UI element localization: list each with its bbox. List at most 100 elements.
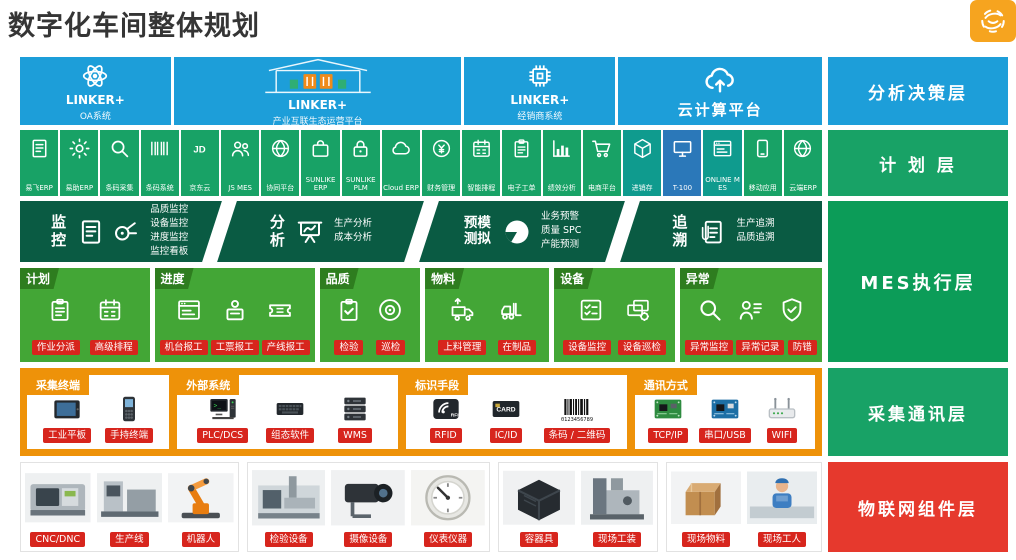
comm-item: 0123456789 条码 / 二维码 xyxy=(543,393,611,443)
module-tag: 计划 xyxy=(20,268,60,289)
doc-icon xyxy=(28,137,51,160)
mes-item-label: 成本分析 xyxy=(333,232,372,243)
module-icons xyxy=(430,284,544,336)
iot-item: 生产线 xyxy=(96,467,163,547)
plan-system-tile: JS MES xyxy=(221,130,260,196)
iot-chip: 现场工装 xyxy=(592,531,641,547)
plan-system-tile: 条码系统 xyxy=(140,130,179,196)
comm-box-items: >_ PLC/DCS 组态软件 WMS xyxy=(181,391,394,443)
iot-item: 现场物料 xyxy=(670,467,741,547)
rfid-icon: RFID xyxy=(423,393,469,425)
person-list-icon xyxy=(737,296,765,324)
comm-chip: WMS xyxy=(338,427,372,443)
module-chip: 异常记录 xyxy=(736,339,785,355)
comm-box-items: TCP/IP 串口/USB WIFI xyxy=(639,391,811,443)
comm-chip: 条码 / 二维码 xyxy=(543,427,611,443)
handheld-icon xyxy=(106,393,152,425)
layer-label-planning: 计 划 层 xyxy=(828,130,1008,196)
comm-chip: 手持终端 xyxy=(105,427,154,443)
cnc-photo xyxy=(25,467,91,529)
iot-item: 现场工人 xyxy=(746,467,818,547)
cart-icon xyxy=(590,137,613,160)
bag-icon xyxy=(309,137,332,160)
panel-title: 云计算平台 xyxy=(677,100,763,119)
mes-execution-boxes: 计划 作业分派高级排程 进度 机台报工工票报工产线报工 品质 xyxy=(20,268,822,362)
module-chips: 作业分派高级排程 xyxy=(25,339,145,355)
router-icon xyxy=(759,393,805,425)
comm-item: TCP/IP xyxy=(645,393,691,443)
plan-system-label: 财务管理 xyxy=(427,183,456,192)
module-chip: 防错 xyxy=(787,339,817,355)
camera-circle-icon xyxy=(376,296,404,324)
iot-chip: 现场物料 xyxy=(681,531,730,547)
module-chip: 工票报工 xyxy=(210,339,259,355)
comm-chip: IC/ID xyxy=(489,427,523,443)
plan-system-label: 易助ERP xyxy=(65,183,94,192)
comm-box-tag: 标识手段 xyxy=(406,375,469,395)
ticket-icon xyxy=(266,296,294,324)
comm-box: 通讯方式 TCP/IP 串口/USB xyxy=(634,375,816,449)
svg-text:>_: >_ xyxy=(213,402,221,409)
comm-item: CARD IC/ID xyxy=(483,393,529,443)
module-tag: 进度 xyxy=(154,268,194,289)
search-icon xyxy=(696,296,724,324)
comm-chip: WIFI xyxy=(766,427,798,443)
module-chips: 异常监控异常记录防错 xyxy=(685,339,817,355)
comm-item: WMS xyxy=(332,393,378,443)
decision-panel: 云计算平台 xyxy=(618,57,822,125)
iot-item: 仪表仪器 xyxy=(411,467,486,547)
panel-subtitle: 产业互联生态运营平台 xyxy=(272,116,363,127)
plan-system-label: SUNLIKE ERP xyxy=(305,175,336,192)
svg-text:0123456789: 0123456789 xyxy=(561,417,593,423)
mes-strip-group: 监控 品质监控设备监控进度监控监控看板 xyxy=(30,201,208,262)
chart-icon xyxy=(550,137,573,160)
module-chip: 检验 xyxy=(334,339,364,355)
iot-chip: 仪表仪器 xyxy=(424,531,473,547)
robot-photo xyxy=(168,467,234,529)
money-icon xyxy=(430,137,453,160)
inspect-photo xyxy=(251,467,326,529)
module-icons xyxy=(160,284,310,336)
kiosk-icon xyxy=(221,296,249,324)
module-icons xyxy=(325,284,416,336)
mes-module-box: 物料 上料管理在制品 xyxy=(425,268,550,362)
panel-title: LINKER+ xyxy=(288,97,348,112)
mes-module-box: 进度 机台报工工票报工产线报工 xyxy=(154,268,315,362)
pcb-green-icon xyxy=(645,393,691,425)
monitor-icon xyxy=(671,137,694,160)
module-chip: 上料管理 xyxy=(438,339,487,355)
plan-system-tile: 条码采集 xyxy=(100,130,139,196)
iot-chip: 容器具 xyxy=(519,531,559,547)
plan-system-tile: 协同平台 xyxy=(261,130,300,196)
iot-chip: 摄像设备 xyxy=(344,531,393,547)
iot-chip: 检验设备 xyxy=(264,531,313,547)
worker-photo xyxy=(746,467,818,529)
decision-panel: LINKER+ OA系统 xyxy=(20,57,171,125)
iot-item: 摄像设备 xyxy=(331,467,406,547)
module-chip: 异常监控 xyxy=(685,339,734,355)
iot-chip: 机器人 xyxy=(181,531,221,547)
module-icons xyxy=(25,284,145,336)
decision-panel: LINKER+ 产业互联生态运营平台 xyxy=(173,56,462,127)
chip-icon xyxy=(525,61,555,91)
keyboard-icon xyxy=(267,393,313,425)
platform-icon xyxy=(218,56,418,96)
plan-system-label: 云端ERP xyxy=(789,183,817,192)
analysis-decision-layer: LINKER+ OA系统 LINKER+ 产业互联生态运营平台 LINKER+ … xyxy=(20,56,822,127)
mes-group-icons xyxy=(295,217,325,247)
comm-item: 组态软件 xyxy=(266,393,315,443)
layer-label-collection-comm: 采集通讯层 xyxy=(828,368,1008,456)
module-tag: 品质 xyxy=(319,268,359,289)
tooling-photo xyxy=(580,467,653,529)
comm-box-tag: 通讯方式 xyxy=(634,375,697,395)
mes-group-icons xyxy=(697,217,727,247)
gear-icon xyxy=(68,137,91,160)
pcb-blue-icon xyxy=(702,393,748,425)
iot-item: CNC/DNC xyxy=(25,467,91,547)
mes-function-strip: 监控 品质监控设备监控进度监控监控看板 分析 生产分析成本分析 xyxy=(20,201,822,262)
iot-group: 容器具 现场工装 xyxy=(498,462,658,552)
comm-item: 手持终端 xyxy=(105,393,154,443)
layer-label-analysis-decision: 分析决策层 xyxy=(828,57,1008,125)
globe-icon xyxy=(269,137,292,160)
